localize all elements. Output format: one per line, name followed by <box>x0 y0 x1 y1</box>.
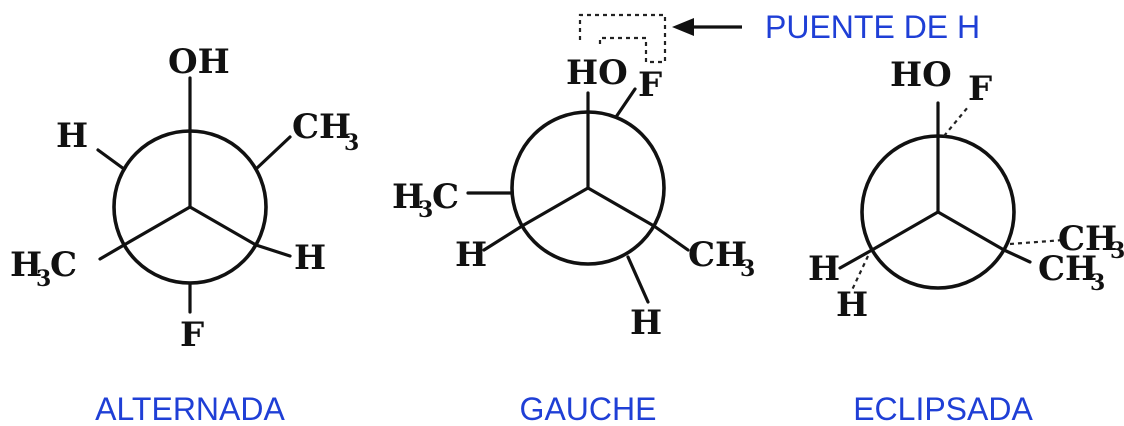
back-bond-to-h <box>96 148 126 171</box>
atom-ho: HO <box>890 55 952 95</box>
atom-ch3-a: CH <box>1058 219 1117 259</box>
atom-ch3-right-subscript: 3 <box>740 256 755 282</box>
atom-f-bottom: F <box>180 315 204 355</box>
back-bond-to-f <box>614 87 637 119</box>
atom-h3c-left-subscript: 3 <box>36 266 51 292</box>
atom-ho: HO <box>566 53 628 93</box>
front-bond-lower-left <box>520 186 590 228</box>
back-bond-to-h-bottom <box>626 255 650 304</box>
bond-to-ch3-b <box>1002 248 1032 264</box>
atom-h-a: H <box>808 249 840 289</box>
projection-alternada: OH H CH 3 H 3 C H F <box>10 42 359 355</box>
atom-h3c-left-h: H <box>10 245 42 285</box>
atom-h-left: H <box>56 116 88 156</box>
atom-h-b: H <box>836 285 868 325</box>
atom-h3c-left-c: C <box>50 245 77 285</box>
atom-h3c-left-h: H <box>392 177 424 217</box>
back-bond-to-ch3 <box>254 135 292 171</box>
projection-gauche: HO F H 3 C H CH 3 H <box>392 13 755 343</box>
projection-eclipsada: HO F CH 3 CH 3 H H <box>808 55 1124 325</box>
bond-to-ch3 <box>652 224 690 252</box>
back-bond-to-f <box>943 106 969 137</box>
front-bond-lower-right <box>586 186 656 228</box>
atom-h3c-left-c: C <box>432 177 459 217</box>
caption-eclipsada: ECLIPSADA <box>853 391 1033 426</box>
bond-to-h-a <box>838 248 874 270</box>
atom-h3c-left-subscript: 3 <box>418 197 433 223</box>
front-bond-lower-left <box>870 210 940 252</box>
atom-h-left: H <box>455 235 487 275</box>
front-bond-lower-left <box>122 205 192 247</box>
atom-ch3-a-subscript: 3 <box>1110 238 1124 264</box>
bond-to-h-left <box>482 224 524 252</box>
bond-to-h-right <box>254 243 292 258</box>
atom-ch3-b-subscript: 3 <box>1090 270 1105 296</box>
atom-h-right: H <box>294 238 326 278</box>
back-bond-to-ch3-a <box>1009 238 1065 246</box>
bond-to-h3c <box>98 243 126 261</box>
back-bond-to-h-b <box>851 255 869 291</box>
label-hydrogen-bond: PUENTE DE H <box>765 9 980 45</box>
atom-h-bottom: H <box>630 303 662 343</box>
caption-alternada: ALTERNADA <box>95 391 285 426</box>
atom-ch3-b: CH <box>1038 249 1097 289</box>
front-bond-lower-right <box>936 210 1006 252</box>
caption-gauche: GAUCHE <box>520 391 657 426</box>
atom-ch3-right-subscript: 3 <box>344 130 359 156</box>
front-bond-lower-right <box>188 205 258 247</box>
atom-ch3-right: CH <box>688 235 747 275</box>
atom-oh: OH <box>168 42 230 82</box>
atom-f: F <box>638 65 662 105</box>
atom-ch3-right: CH <box>292 107 351 147</box>
hydrogen-bond-arrow-head <box>672 18 694 36</box>
atom-f: F <box>968 69 992 109</box>
